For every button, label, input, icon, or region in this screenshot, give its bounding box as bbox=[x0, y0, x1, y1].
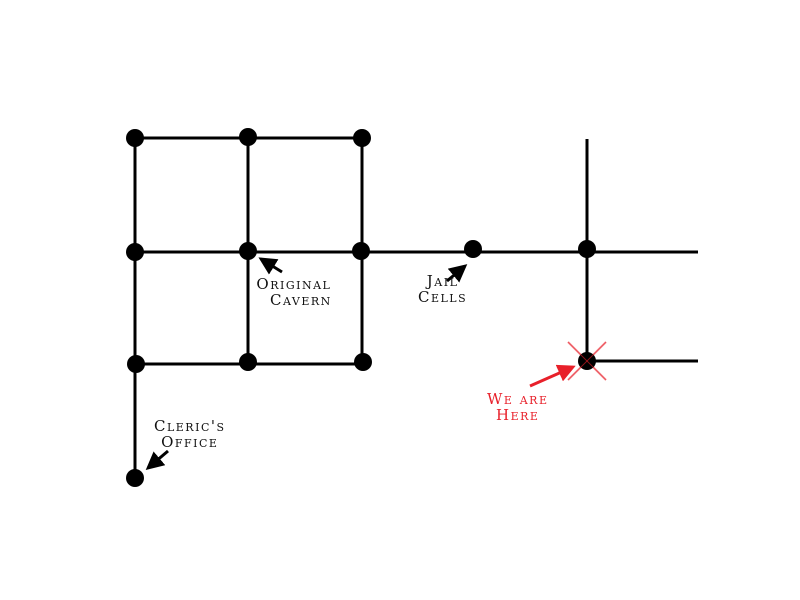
arrow-icon bbox=[145, 449, 169, 470]
room-node bbox=[126, 469, 144, 487]
label-line: Cavern bbox=[270, 291, 332, 309]
label-line: Office bbox=[161, 433, 219, 451]
label-line: We are bbox=[487, 390, 549, 408]
room-node bbox=[578, 240, 596, 258]
room-node bbox=[352, 242, 370, 260]
label-line: Cells bbox=[418, 288, 468, 306]
label-line: Jail bbox=[426, 272, 459, 290]
label-original-cavern: Original Cavern bbox=[256, 276, 332, 308]
room-node bbox=[239, 353, 257, 371]
room-node bbox=[126, 243, 144, 261]
room-node bbox=[239, 242, 257, 260]
room-node bbox=[126, 129, 144, 147]
arrow-icon bbox=[258, 257, 283, 275]
arrow-icon bbox=[529, 364, 576, 388]
label-line: Original bbox=[256, 275, 332, 293]
room-node bbox=[239, 128, 257, 146]
label-jail-cells: Jail Cells bbox=[418, 273, 467, 305]
label-clerics-office: Cleric's Office bbox=[154, 418, 226, 450]
label-line: Here bbox=[496, 406, 540, 424]
arrow-icon bbox=[446, 264, 468, 283]
room-node bbox=[354, 353, 372, 371]
label-line: Cleric's bbox=[154, 417, 226, 435]
room-node bbox=[127, 355, 145, 373]
room-node bbox=[353, 129, 371, 147]
label-we-are-here: We are Here bbox=[487, 391, 548, 423]
room-node bbox=[464, 240, 482, 258]
